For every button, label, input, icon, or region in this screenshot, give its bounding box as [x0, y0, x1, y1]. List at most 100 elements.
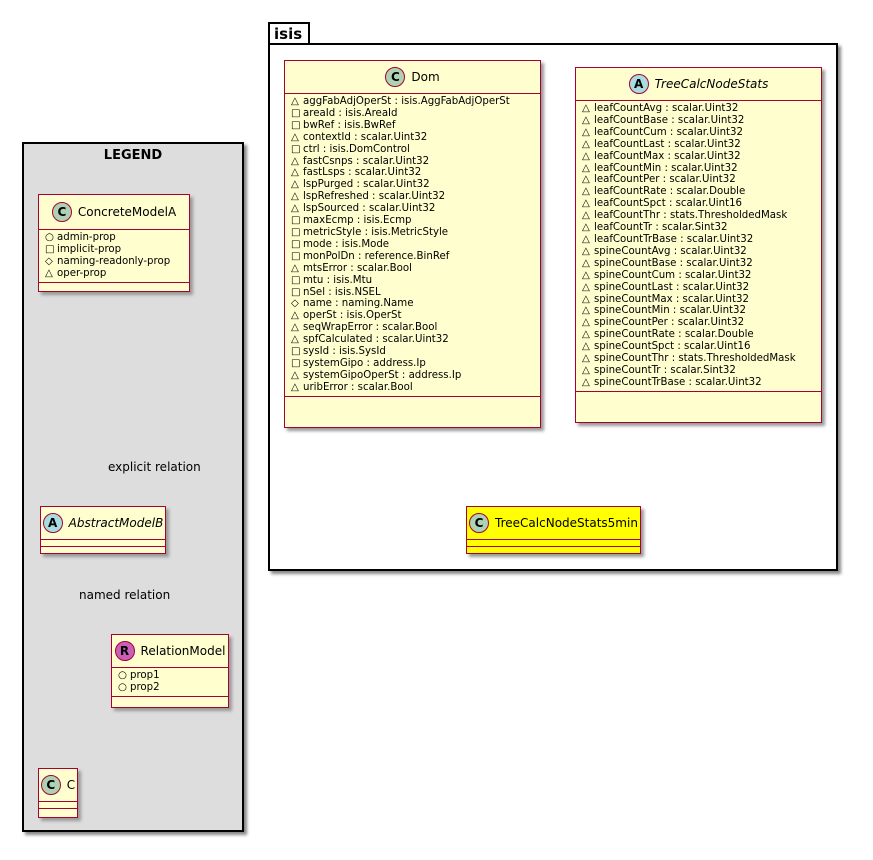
field-text: oper-prop — [57, 267, 107, 279]
field-row: ○prop2 — [118, 682, 228, 694]
field-row: △leafCountSpct : scalar.Uint16 — [582, 198, 821, 210]
visibility-icon: △ — [582, 341, 590, 353]
class-c[interactable]: C C — [38, 768, 78, 818]
visibility-icon: □ — [45, 243, 55, 255]
field-row: △oper-prop — [45, 268, 189, 280]
field-list: △aggFabAdjOperSt : isis.AggFabAdjOperSt□… — [285, 94, 540, 397]
field-text: maxEcmp : isis.Ecmp — [303, 215, 412, 227]
class-header: A AbstractModelB — [41, 507, 165, 540]
field-text: mode : isis.Mode — [303, 238, 390, 250]
field-text: areaId : isis.AreaId — [303, 107, 398, 119]
class-concrete-model-a[interactable]: C ConcreteModelA ○admin-prop□implicit-pr… — [38, 194, 190, 292]
visibility-icon: △ — [582, 257, 590, 269]
visibility-icon: ◇ — [45, 255, 53, 267]
field-row: △leafCountCum : scalar.Uint32 — [582, 127, 821, 139]
field-row: □bwRef : isis.BwRef — [291, 120, 540, 132]
field-text: operSt : isis.OperSt — [303, 310, 402, 322]
class-header: C ConcreteModelA — [39, 195, 189, 230]
field-text: lspPurged : scalar.Uint32 — [303, 179, 430, 191]
visibility-icon: △ — [582, 174, 590, 186]
visibility-icon: △ — [582, 293, 590, 305]
field-row: △leafCountRate : scalar.Double — [582, 186, 821, 198]
field-row: △uribError : scalar.Bool — [291, 382, 540, 394]
visibility-icon: □ — [291, 346, 301, 358]
visibility-icon: △ — [582, 364, 590, 376]
field-row: △seqWrapError : scalar.Bool — [291, 322, 540, 334]
field-text: spfCalculated : scalar.Uint32 — [303, 334, 449, 346]
visibility-icon: ○ — [118, 670, 127, 681]
class-name: TreeCalcNodeStats — [654, 77, 769, 91]
field-text: metricStyle : isis.MetricStyle — [303, 226, 449, 238]
field-list: △leafCountAvg : scalar.Uint32△leafCountB… — [576, 101, 821, 392]
field-list: ○admin-prop□implicit-prop◇naming-readonl… — [39, 230, 189, 283]
field-list: ○prop1○prop2 — [112, 668, 228, 697]
field-row: △spineCountCum : scalar.Uint32 — [582, 270, 821, 282]
class-tree-calc-node-stats-5min[interactable]: C TreeCalcNodeStats5min — [466, 506, 641, 554]
field-row: △spineCountTrBase : scalar.Uint32 — [582, 377, 821, 389]
field-compartment — [39, 802, 77, 809]
field-text: implicit-prop — [57, 243, 122, 255]
class-header: C Dom — [285, 61, 540, 94]
field-text: spineCountBase : scalar.Uint32 — [594, 257, 753, 269]
field-row: △fastCsnps : scalar.Uint32 — [291, 156, 540, 168]
field-row: △fastLsps : scalar.Uint32 — [291, 167, 540, 179]
class-relation-model[interactable]: R RelationModel ○prop1○prop2 — [111, 634, 229, 708]
class-name: C — [66, 778, 76, 792]
visibility-icon: □ — [291, 250, 301, 262]
field-row: □ctrl : isis.DomControl — [291, 144, 540, 156]
visibility-icon: ◇ — [291, 298, 299, 310]
field-text: leafCountPer : scalar.Uint32 — [594, 174, 736, 186]
visibility-icon: △ — [291, 334, 299, 346]
visibility-icon: □ — [291, 357, 301, 369]
visibility-icon: □ — [291, 286, 301, 298]
visibility-icon: △ — [582, 233, 590, 245]
field-row: □implicit-prop — [45, 244, 189, 256]
explicit-relation-label: explicit relation — [108, 460, 201, 474]
field-text: leafCountThr : stats.ThresholdedMask — [594, 210, 788, 222]
visibility-icon: △ — [582, 126, 590, 138]
visibility-icon: △ — [291, 262, 299, 274]
field-text: leafCountMax : scalar.Uint32 — [594, 150, 741, 162]
visibility-icon: △ — [582, 210, 590, 222]
field-row: △spineCountPer : scalar.Uint32 — [582, 317, 821, 329]
class-header: R RelationModel — [112, 635, 228, 668]
field-text: spineCountPer : scalar.Uint32 — [594, 317, 745, 329]
class-badge-icon: R — [114, 641, 135, 661]
class-abstract-model-b[interactable]: A AbstractModelB — [40, 506, 166, 554]
field-text: bwRef : isis.BwRef — [303, 119, 396, 131]
field-row: □mode : isis.Mode — [291, 239, 540, 251]
visibility-icon: △ — [291, 179, 299, 191]
field-row: △ spfCalculated : scalar.Uint32 — [291, 334, 540, 346]
class-dom[interactable]: C Dom △aggFabAdjOperSt : isis.AggFabAdjO… — [284, 60, 541, 428]
visibility-icon: □ — [291, 107, 301, 119]
class-header: C C — [39, 769, 77, 802]
visibility-icon: △ — [291, 369, 299, 381]
field-row: △leafCountMin : scalar.Uint32 — [582, 163, 821, 175]
visibility-icon: △ — [582, 103, 590, 114]
field-row: △spineCountAvg : scalar.Uint32 — [582, 246, 821, 258]
field-row: △spineCountSpct : scalar.Uint16 — [582, 341, 821, 353]
field-row: △lspSourced : scalar.Uint32 — [291, 203, 540, 215]
visibility-icon: △ — [291, 155, 299, 167]
named-relation-label: named relation — [79, 588, 171, 602]
class-tree-calc-node-stats[interactable]: A TreeCalcNodeStats △leafCountAvg : scal… — [575, 67, 822, 423]
method-compartment — [285, 397, 540, 404]
class-name: Dom — [411, 70, 440, 84]
class-badge-icon: C — [469, 513, 490, 533]
class-badge-icon: A — [42, 513, 63, 533]
field-row: △leafCountMax : scalar.Uint32 — [582, 151, 821, 163]
package-name: isis — [274, 25, 303, 43]
field-text: systemGipo : address.Ip — [303, 357, 426, 369]
visibility-icon: △ — [291, 322, 299, 334]
visibility-icon: ○ — [45, 232, 54, 243]
field-text: spineCountMax : scalar.Uint32 — [594, 293, 749, 305]
field-row: △ spineCountBase : scalar.Uint32 — [582, 258, 821, 270]
method-compartment — [576, 392, 821, 399]
field-text: leafCountLast : scalar.Uint32 — [594, 138, 741, 150]
field-text: leafCountTrBase : scalar.Uint32 — [594, 233, 754, 245]
class-name: TreeCalcNodeStats5min — [495, 516, 638, 530]
field-text: ctrl : isis.DomControl — [303, 143, 410, 155]
field-row: △spineCountTr : scalar.Sint32 — [582, 365, 821, 377]
visibility-icon: △ — [582, 162, 590, 174]
visibility-icon: △ — [291, 191, 299, 203]
